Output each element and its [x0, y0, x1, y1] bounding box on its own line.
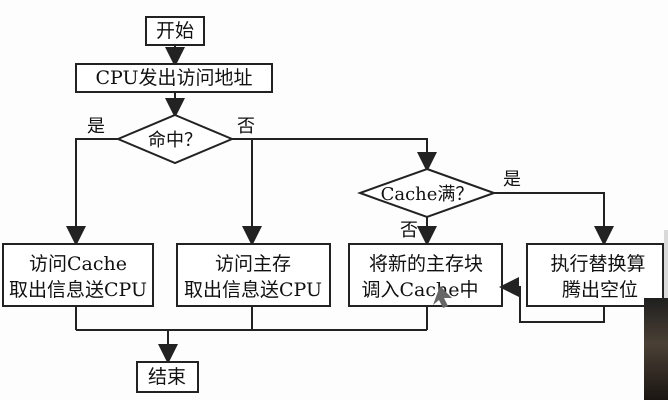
access-main-node	[176, 243, 331, 307]
hit-no-label: 否	[237, 116, 255, 137]
load-block-node	[348, 243, 503, 307]
edge-hit-no-main	[232, 138, 262, 246]
hit-yes-label: 是	[87, 116, 105, 137]
cursor-icon	[433, 286, 452, 308]
full-decision-label: Cache满？	[381, 184, 474, 205]
start-label: 开始	[156, 20, 194, 42]
video-overlay	[644, 298, 668, 400]
access-main-line1: 访问主存	[215, 253, 291, 275]
end-node	[136, 361, 199, 393]
access-cache-line1: 访问Cache	[29, 253, 127, 275]
access-main-line2: 取出信息送CPU	[184, 279, 322, 301]
load-block-line2: 调入Cache中	[362, 279, 479, 301]
edge-full-yes-replace	[494, 192, 614, 246]
request-label: CPU发出访问地址	[95, 67, 252, 89]
edge-replace-load	[499, 277, 605, 323]
access-cache-node	[2, 243, 154, 307]
overlay-edge	[664, 230, 668, 300]
request-node	[75, 63, 273, 93]
hit-decision-label: 命中？	[148, 130, 202, 151]
full-yes-label: 是	[503, 169, 521, 190]
edge-hit-yes-cache	[66, 138, 118, 246]
load-block-line1: 将新的主存块	[369, 253, 483, 275]
access-cache-line2: 取出信息送CPU	[9, 279, 147, 301]
end-label: 结束	[148, 366, 186, 388]
replace-line1: 执行替换算	[550, 253, 645, 275]
full-no-label: 否	[400, 220, 418, 241]
hit-decision-node	[115, 113, 235, 165]
edge-to-full-decision	[252, 138, 437, 172]
replace-node	[526, 243, 664, 307]
replace-line2: 腾出空位	[562, 279, 638, 301]
